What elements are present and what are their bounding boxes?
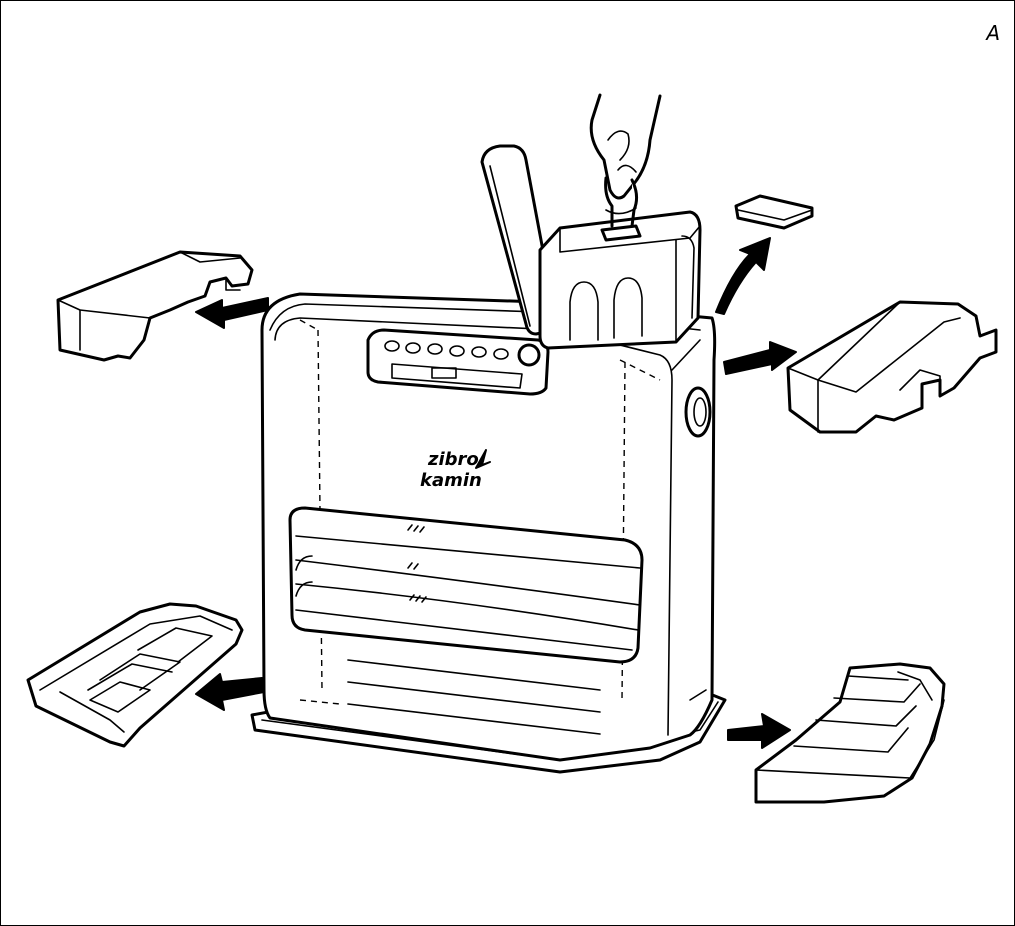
hand-icon <box>589 93 662 228</box>
foam-small-piece <box>734 194 814 230</box>
foam-top-right <box>786 300 998 434</box>
svg-text:zibro: zibro <box>427 449 479 470</box>
arrow-right-top <box>723 341 797 375</box>
arrow-lift-curve <box>715 237 771 315</box>
arrow-left-bottom <box>195 673 265 711</box>
foam-top-left <box>56 250 254 362</box>
foam-bottom-left <box>26 602 244 748</box>
lower-grille <box>299 659 601 735</box>
brand-logo: zibro kamin <box>420 449 491 491</box>
fuel-tank-icon <box>538 210 702 350</box>
arrow-left-top <box>195 297 269 329</box>
packaging-foam-icon <box>26 250 998 804</box>
foam-bottom-right <box>754 662 946 804</box>
figure-letter: A <box>986 21 1000 45</box>
arrow-icon <box>195 237 797 749</box>
heat-outlet <box>288 506 644 664</box>
svg-text:kamin: kamin <box>420 470 482 491</box>
side-knob <box>684 386 712 438</box>
arrow-right-bottom <box>727 713 791 749</box>
control-panel <box>366 328 550 396</box>
